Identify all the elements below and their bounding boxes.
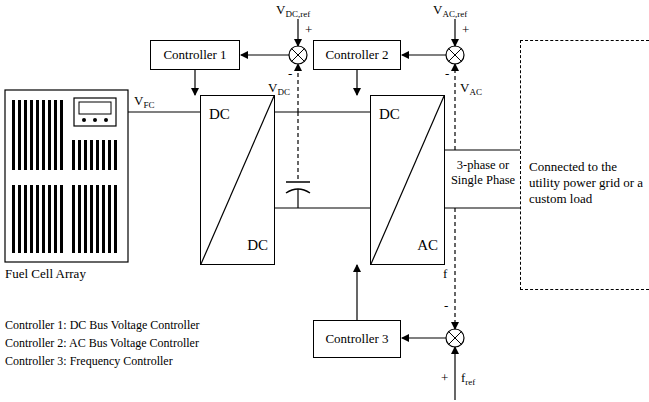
converter-label: DC	[209, 106, 230, 123]
feedback-line	[454, 208, 455, 329]
controller-box: Controller 1	[150, 40, 240, 70]
controller-box: Controller 3	[313, 320, 401, 358]
error-arrow	[402, 337, 446, 338]
legend-note: Controller 3: Frequency Controller	[5, 354, 173, 369]
output-wire	[445, 207, 520, 208]
dc-bus-wire	[275, 207, 370, 208]
component-label: Fuel Cell Array	[5, 266, 86, 282]
dc-dc-converter: DC DC	[200, 95, 275, 265]
connector-wire	[445, 149, 520, 150]
legend-note: Controller 2: AC Bus Voltage Controller	[5, 336, 199, 351]
fuel-cell-array: Fuel Cell Array	[5, 90, 128, 282]
sign-mark: -	[445, 66, 449, 81]
controller-label: Controller 1	[163, 47, 226, 63]
legend-note: Controller 1: DC Bus Voltage Controller	[5, 318, 200, 333]
summing-junction	[446, 329, 464, 347]
reference-arrow	[454, 347, 455, 400]
connector-wire	[356, 265, 357, 320]
connector-wire	[356, 70, 357, 95]
summing-junction	[446, 46, 464, 64]
converter-label: DC	[379, 106, 400, 123]
signal-name: VAC	[460, 80, 482, 95]
load-label: Connected to the utility power grid or a…	[529, 159, 645, 207]
signal-name: VFC	[134, 93, 154, 108]
signal-name: VAC,ref	[433, 2, 467, 17]
fuel-cell-illustration	[5, 90, 128, 262]
converter-label: DC	[247, 237, 268, 254]
sign-mark: -	[288, 66, 292, 81]
sign-mark: +	[305, 22, 312, 37]
sign-mark: +	[462, 22, 469, 37]
feedback-line	[297, 64, 298, 112]
error-arrow	[402, 54, 446, 55]
reference-arrow	[454, 19, 455, 46]
output-label: 3-phase or Single Phase	[447, 158, 519, 188]
error-arrow	[241, 54, 289, 55]
controller-label: Controller 3	[325, 331, 388, 347]
summing-junction	[289, 46, 307, 64]
sign-mark: +	[441, 370, 448, 385]
capacitor-symbol	[286, 112, 310, 208]
signal-name: fref	[461, 370, 475, 385]
load-region: Connected to the utility power grid or a…	[520, 40, 649, 290]
signal-name: VDC,ref	[276, 2, 310, 17]
feedback-line	[454, 64, 455, 150]
dc-ac-inverter: DC AC	[370, 95, 445, 265]
connector-wire	[128, 111, 200, 112]
sign-mark: f	[443, 266, 447, 281]
controller-box: Controller 2	[313, 40, 401, 70]
controller-label: Controller 2	[325, 47, 388, 63]
signal-name: VDC	[268, 80, 290, 95]
reference-arrow	[297, 19, 298, 46]
sign-mark: -	[444, 298, 448, 313]
connector-wire	[194, 70, 195, 95]
connector-wire	[275, 111, 370, 112]
converter-label: AC	[417, 237, 438, 254]
